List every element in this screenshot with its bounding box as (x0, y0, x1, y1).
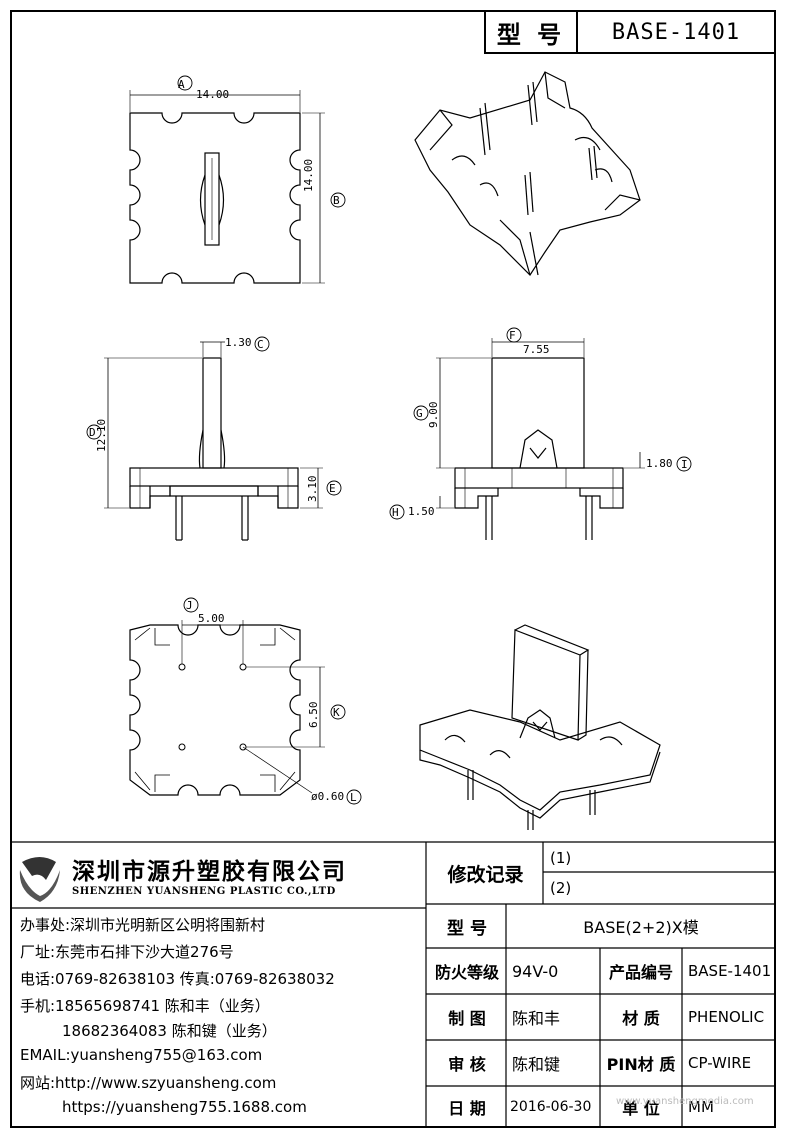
model-title-value: BASE-1401 (576, 10, 776, 54)
iso-view-top (414, 71, 641, 276)
iso-view-bottom (419, 624, 661, 830)
spec-model-label: 型 号 (447, 918, 487, 939)
spec-pin-label: PIN材 质 (606, 1055, 676, 1074)
revision-2: (2) (550, 879, 572, 897)
spec-product-no-label: 产品编号 (608, 963, 673, 982)
spec-fire-label: 防火等级 (434, 963, 499, 982)
office-address: 办事处:深圳市光明新区公明将围新村 (20, 916, 266, 934)
company-name-en: SHENZHEN YUANSHENG PLASTIC CO.,LTD (72, 886, 336, 897)
dim-G-value: 9.00 (427, 401, 440, 429)
website-2[interactable]: https://yuansheng755.1688.com (62, 1098, 307, 1116)
spec-model-value: BASE(2+2)X模 (583, 918, 699, 937)
spec-date-value: 2016-06-30 (510, 1099, 592, 1115)
factory-address: 厂址:东莞市石排下沙大道276号 (20, 943, 234, 961)
dim-H-value: 1.50 (408, 505, 435, 518)
dim-I-value: 1.80 (646, 457, 673, 470)
dim-J-value: 5.00 (198, 612, 225, 625)
bottom-view (129, 624, 301, 796)
spec-product-no-value: BASE-1401 (688, 962, 772, 980)
dim-B-value: 14.00 (302, 158, 315, 192)
dim-F-letter: F (509, 329, 516, 342)
dim-K-value: 6.50 (307, 701, 320, 729)
dim-E-letter: E (329, 482, 336, 495)
dim-K-letter: K (333, 706, 340, 719)
spec-drawn-value: 陈和丰 (512, 1009, 561, 1028)
dim-E-value: 3.10 (306, 475, 319, 503)
spec-fire-value: 94V-0 (512, 961, 559, 981)
dim-A-value: 14.00 (196, 88, 230, 101)
dim-D-value: 12.10 (95, 418, 108, 452)
spec-material-label: 材 质 (622, 1009, 660, 1028)
spec-pin-value: CP-WIRE (688, 1054, 752, 1072)
spec-material-value: PHENOLIC (688, 1008, 765, 1026)
dim-L-letter: L (350, 791, 357, 804)
model-title-label: 型 号 (484, 10, 578, 54)
dim-H-letter: H (392, 506, 399, 519)
dim-D-letter: D (89, 426, 96, 439)
side-view (454, 357, 624, 540)
watermark: www.yuanshengmedia.com (616, 1096, 754, 1107)
dim-F-value: 7.55 (523, 343, 550, 356)
front-view (129, 357, 299, 541)
dim-J-letter: J (186, 599, 193, 612)
dim-I-letter: I (681, 458, 688, 471)
revision-label: 修改记录 (447, 863, 524, 886)
phone-fax: 电话:0769-82638103 传真:0769-82638032 (20, 970, 335, 988)
spec-drawn-label: 制 图 (448, 1009, 486, 1028)
spec-date-label: 日 期 (448, 1099, 486, 1118)
revision-1: (1) (550, 849, 572, 867)
dim-L-value: ø0.60 (311, 790, 345, 803)
dim-A-letter: A (178, 78, 185, 91)
dim-C-value: 1.30 (225, 336, 252, 349)
top-view (129, 112, 301, 284)
company-name-cn: 深圳市源升塑胶有限公司 (72, 859, 347, 885)
website-1[interactable]: 网站:http://www.szyuansheng.com (20, 1074, 277, 1092)
spec-unit-value: MM (688, 1098, 714, 1116)
company-logo (19, 857, 60, 902)
mobile-2: 18682364083 陈和键（业务） (62, 1022, 277, 1040)
dim-B-letter: B (333, 194, 340, 207)
drawing-frame (10, 10, 776, 1128)
email[interactable]: EMAIL:yuansheng755@163.com (20, 1046, 263, 1064)
title-block-grid (10, 841, 776, 1128)
spec-review-value: 陈和键 (512, 1055, 561, 1074)
spec-review-label: 审 核 (448, 1055, 486, 1074)
dim-G-letter: G (416, 407, 423, 420)
mobile-1: 手机:18565698741 陈和丰（业务） (20, 997, 270, 1015)
spec-unit-label: 单 位 (622, 1099, 660, 1118)
dim-C-letter: C (257, 338, 264, 351)
